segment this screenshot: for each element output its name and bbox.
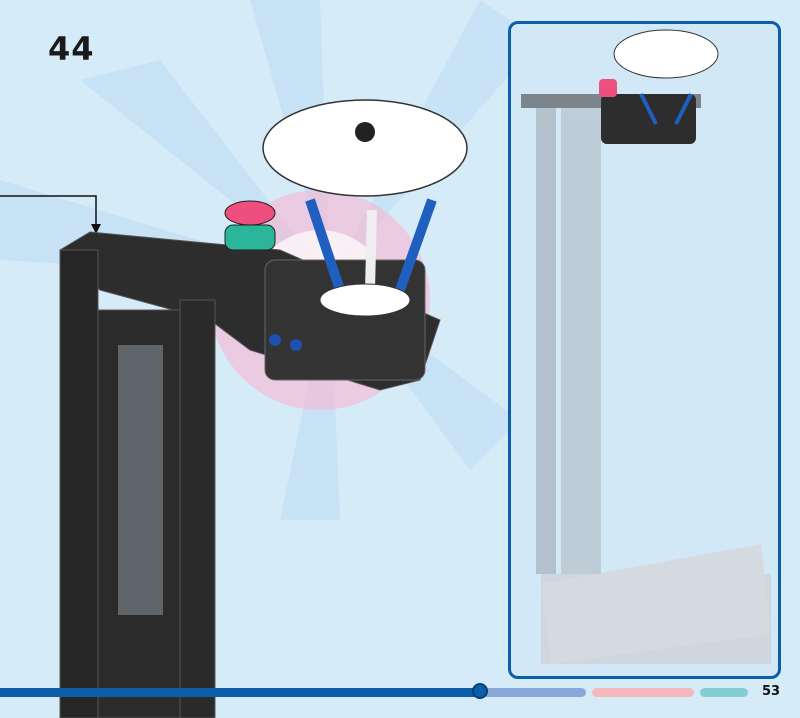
progress-segment-3 <box>700 688 748 697</box>
page-number: 53 <box>762 684 781 699</box>
progress-marker <box>472 683 488 699</box>
step-number: 44 <box>48 30 95 68</box>
hexapod-top <box>262 99 468 317</box>
progress-done <box>0 688 482 697</box>
progress-segment-1 <box>482 688 586 697</box>
color-sensor-stack <box>224 200 276 251</box>
overview-model <box>521 29 771 664</box>
callout-arrow <box>0 195 97 228</box>
progress-segment-2 <box>592 688 694 697</box>
overview-panel <box>508 21 781 679</box>
